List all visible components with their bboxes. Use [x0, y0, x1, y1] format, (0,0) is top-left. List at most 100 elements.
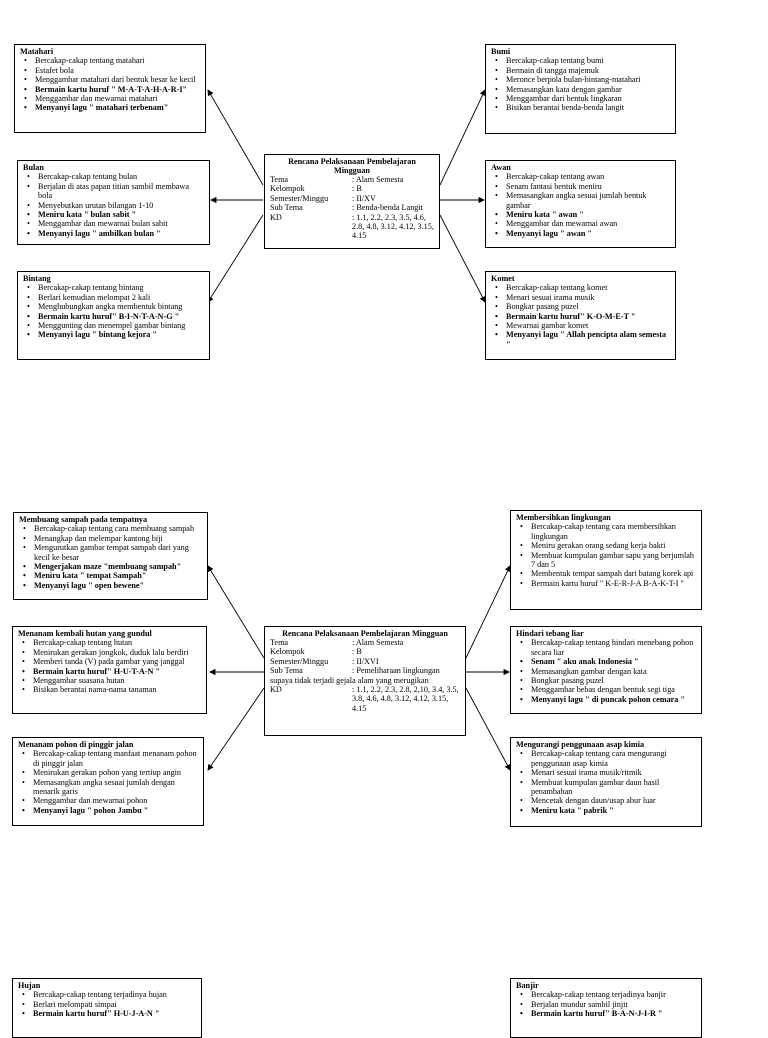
plan-details: Tema: Alam Semesta Kelompok: B Semester/…: [270, 175, 434, 241]
plan1-arrows: [207, 89, 486, 303]
plan-title: Rencana Pelaksanaan Pembelajaran Minggua…: [288, 157, 416, 175]
list-item: Menyanyi lagu " Allah pencipta alam seme…: [495, 330, 671, 349]
list-item: Bercakap-cakap tentang matahari: [24, 56, 201, 66]
arrow-to-asap-kimia: [465, 687, 511, 771]
list-item: Menyanyi lagu " matahari terbenam": [24, 103, 201, 113]
box-title: Menanam pohon di pinggir jalan: [18, 740, 134, 749]
list-item: Bercakap-cakap tentang cara membersihkan…: [520, 522, 697, 541]
list-item: Menggambar matahari dari bentuk besar ke…: [24, 75, 201, 85]
detail-value: : Alam Semesta: [352, 638, 404, 647]
detail-value: : 1.1, 2.2, 2.3, 2.8, 2,10, 3.4, 3.5, 3.…: [352, 685, 459, 713]
list-item: Bongkar pasang puzel: [520, 676, 697, 686]
detail-value: : Pemeliharaan lingkungan: [352, 666, 440, 676]
list-item: Bercakap-cakap tentang bulan: [27, 172, 205, 182]
detail-key: KD: [270, 212, 282, 222]
list-item: Berlari melompati simpai: [22, 1000, 197, 1010]
detail-key: Tema: [270, 638, 289, 647]
list-item: Mengurutkan gambar tempat sampah dari ya…: [23, 543, 203, 562]
detail-key: Kelompok: [270, 647, 305, 657]
list-item: Mengerjakan maze "membuang sampah": [23, 562, 203, 572]
detail-key: Sub Tema: [270, 666, 303, 676]
list-item: Berjalan di atas papan titian sambil mem…: [27, 182, 205, 201]
list-item: Membuat kumpulan gambar daun hasil penam…: [520, 778, 697, 797]
detail-value: : Alam Semesta: [352, 175, 404, 184]
box-title: Menanam kembali hutan yang gundul: [18, 629, 152, 638]
activity-box-bulan: Bulan Bercakap-cakap tentang bulan Berja…: [17, 160, 210, 245]
activity-list: Bercakap-cakap tentang bintang Berlari k…: [23, 283, 205, 340]
list-item: Meniru gerakan orang sedang kerja bakti: [520, 541, 697, 551]
list-item: Menari sesuai irama musik/ritmik: [520, 768, 697, 778]
list-item: Senam fantasi bentuk meniru: [495, 182, 671, 192]
activity-list: Bercakap-cakap tentang komet Menari sesu…: [491, 283, 671, 349]
list-item: Menggambar suasana hutan: [22, 676, 202, 686]
box-title: Bulan: [23, 163, 44, 172]
activity-list: Bercakap-cakap tentang matahari Estafet …: [20, 56, 201, 113]
list-item: Menggambar dan mewarnai bulan sabit: [27, 219, 205, 229]
arrow-to-matahari: [207, 89, 264, 186]
plan2-arrows: [207, 565, 511, 771]
activity-box-komet: Komet Bercakap-cakap tentang komet Menar…: [485, 271, 676, 360]
detail-key: Tema: [270, 175, 289, 184]
box-title: Komet: [491, 274, 515, 283]
detail-value: : B: [352, 184, 362, 194]
list-item: Meniru kata " bulan sabit ": [27, 210, 205, 220]
arrow-to-bintang: [207, 214, 264, 303]
detail-key: Semester/Minggu: [270, 193, 329, 203]
box-title: Bumi: [491, 47, 511, 56]
detail-key: Semester/Minggu: [270, 656, 329, 666]
list-item: Bercakap-cakap tentang awan: [495, 172, 671, 182]
plan-title: Rencana Pelaksanaan Pembelajaran Minggua…: [282, 629, 448, 638]
list-item: Bisikan berantai nama-nama tanaman: [22, 685, 202, 695]
box-title: Awan: [491, 163, 511, 172]
detail-key: Sub Tema: [270, 203, 303, 213]
detail-value: : II/XV: [352, 193, 376, 203]
list-item: Berjalan mundur sambil jinjit: [520, 1000, 697, 1010]
list-item: Menyanyi lagu " pohon Jambu ": [22, 806, 199, 816]
list-item: Menyebutkan urutan bilangan 1-10: [27, 201, 205, 211]
arrow-to-membersihkan: [465, 565, 511, 659]
list-item: Bercakap-cakap tentang hindari menebang …: [520, 638, 697, 657]
list-item: Bercakap-cakap tentang cara membuang sam…: [23, 524, 203, 534]
activity-list: Bercakap-cakap tentang manfaat menanam p…: [18, 749, 199, 815]
list-item: Meniru kata " awan ": [495, 210, 671, 220]
list-item: Menyanyi lagu " ambilkan bulan ": [27, 229, 205, 239]
list-item: Mencetak dengan daun/usap abur luar: [520, 796, 697, 806]
plan-kd: KD: 1.1, 2.2, 2.3, 2.8, 2,10, 3.4, 3.5, …: [270, 685, 460, 713]
list-item: Bercakap-cakap tentang manfaat menanam p…: [22, 749, 199, 768]
activity-list: Bercakap-cakap tentang bumi Bermain di t…: [491, 56, 671, 113]
list-item: Menghubungkan angka membentuk bintang: [27, 302, 205, 312]
list-item: Bercakap-cakap tentang hutan: [22, 638, 202, 648]
activity-list: Bercakap-cakap tentang cara mengurangi p…: [516, 749, 697, 815]
activity-box-bumi: Bumi Bercakap-cakap tentang bumi Bermain…: [485, 44, 676, 134]
plan-details: Tema : Alam Semesta Kelompok : B Semester/…: [270, 638, 460, 676]
activity-box-asap-kimia: Mengurangi penggunaan asap kimia Bercaka…: [510, 737, 702, 827]
list-item: Memasangkan angka sesuai jumlah bentuk g…: [495, 191, 671, 210]
list-item: Membuat kumpulan gambar sapu yang berjum…: [520, 551, 697, 570]
list-item: Bercakap-cakap tentang bintang: [27, 283, 205, 293]
activity-box-membuang-sampah: Membuang sampah pada tempatnya Bercakap-…: [13, 512, 208, 600]
list-item: Menggambar dan mewarnai awan: [495, 219, 671, 229]
box-title: Membuang sampah pada tempatnya: [19, 515, 148, 524]
activity-list: Bercakap-cakap tentang bulan Berjalan di…: [23, 172, 205, 238]
detail-value: : II/XVI: [352, 656, 379, 666]
box-title: Hujan: [18, 981, 41, 990]
list-item: Bermain di tangga majemuk: [495, 66, 671, 76]
weekly-plan-summary-1: Rencana Pelaksanaan Pembelajaran Minggua…: [264, 154, 440, 249]
list-item: Memasangkan gambar dengan kata: [520, 667, 697, 677]
list-item: Menggambar dan mewarnai pohon: [22, 796, 199, 806]
detail-value: : Benda-benda Langit: [352, 203, 423, 213]
detail-value: : B: [352, 647, 362, 657]
weekly-plan-summary-2: Rencana Pelaksanaan Pembelajaran Minggua…: [264, 626, 466, 736]
list-item: Bermain kartu huruf" H-U-T-A-N ": [22, 667, 202, 677]
arrow-to-komet: [439, 214, 486, 303]
list-item: Bermain kartu huruf" K-O-M-E-T ": [495, 312, 671, 322]
sub-theme-note: supaya tidak terjadi gejala alam yang me…: [270, 675, 429, 685]
activity-box-matahari: Matahari Bercakap-cakap tentang matahari…: [14, 44, 206, 133]
activity-list: Bercakap-cakap tentang cara membersihkan…: [516, 522, 697, 588]
box-title: Hindari tebang liar: [516, 629, 584, 638]
activity-list: Bercakap-cakap tentang terjadinya hujan …: [18, 990, 197, 1019]
arrow-to-membuang-sampah: [207, 565, 265, 659]
list-item: Meniru kata " pabrik ": [520, 806, 697, 816]
box-title: Bintang: [23, 274, 51, 283]
